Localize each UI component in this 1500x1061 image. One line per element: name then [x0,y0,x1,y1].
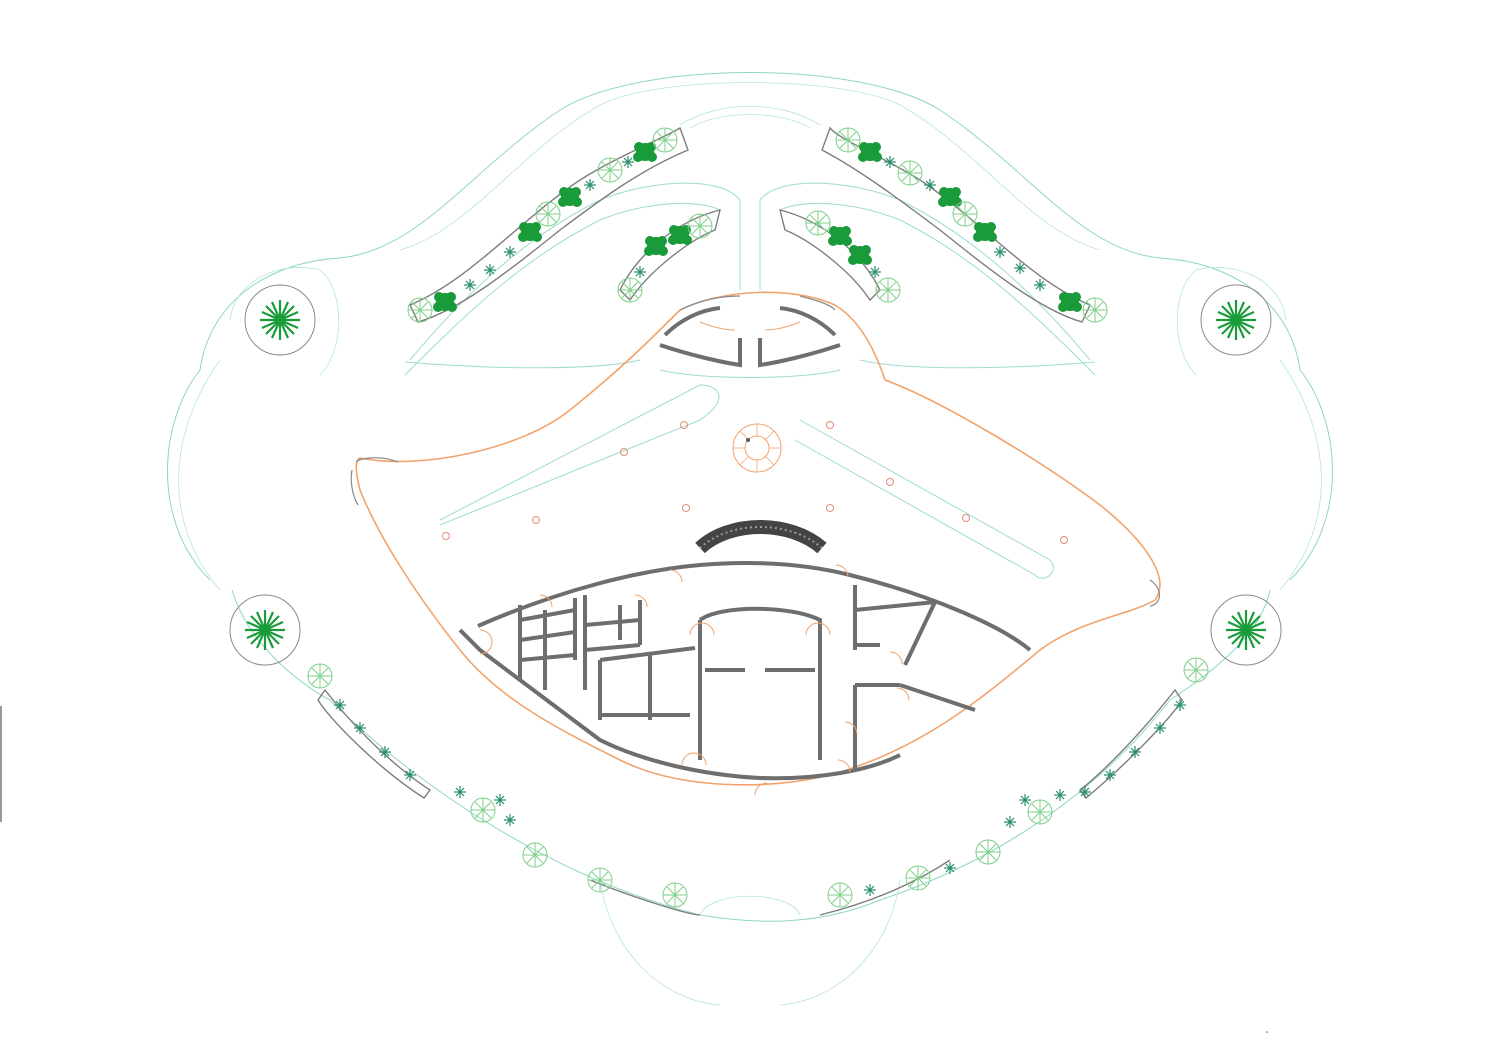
columns [442,421,1068,544]
entrance-pods [659,306,841,368]
round-planters [229,267,1287,666]
building-envelope [350,291,1161,786]
door-swings [479,564,910,796]
site-boundary [167,72,1333,1006]
interior-walls [458,561,1032,781]
margin-dot [1266,1031,1268,1033]
walkway-strips [404,182,1096,579]
feature-wall [695,520,827,554]
spiral-stair [732,423,782,473]
planting [307,127,1209,908]
